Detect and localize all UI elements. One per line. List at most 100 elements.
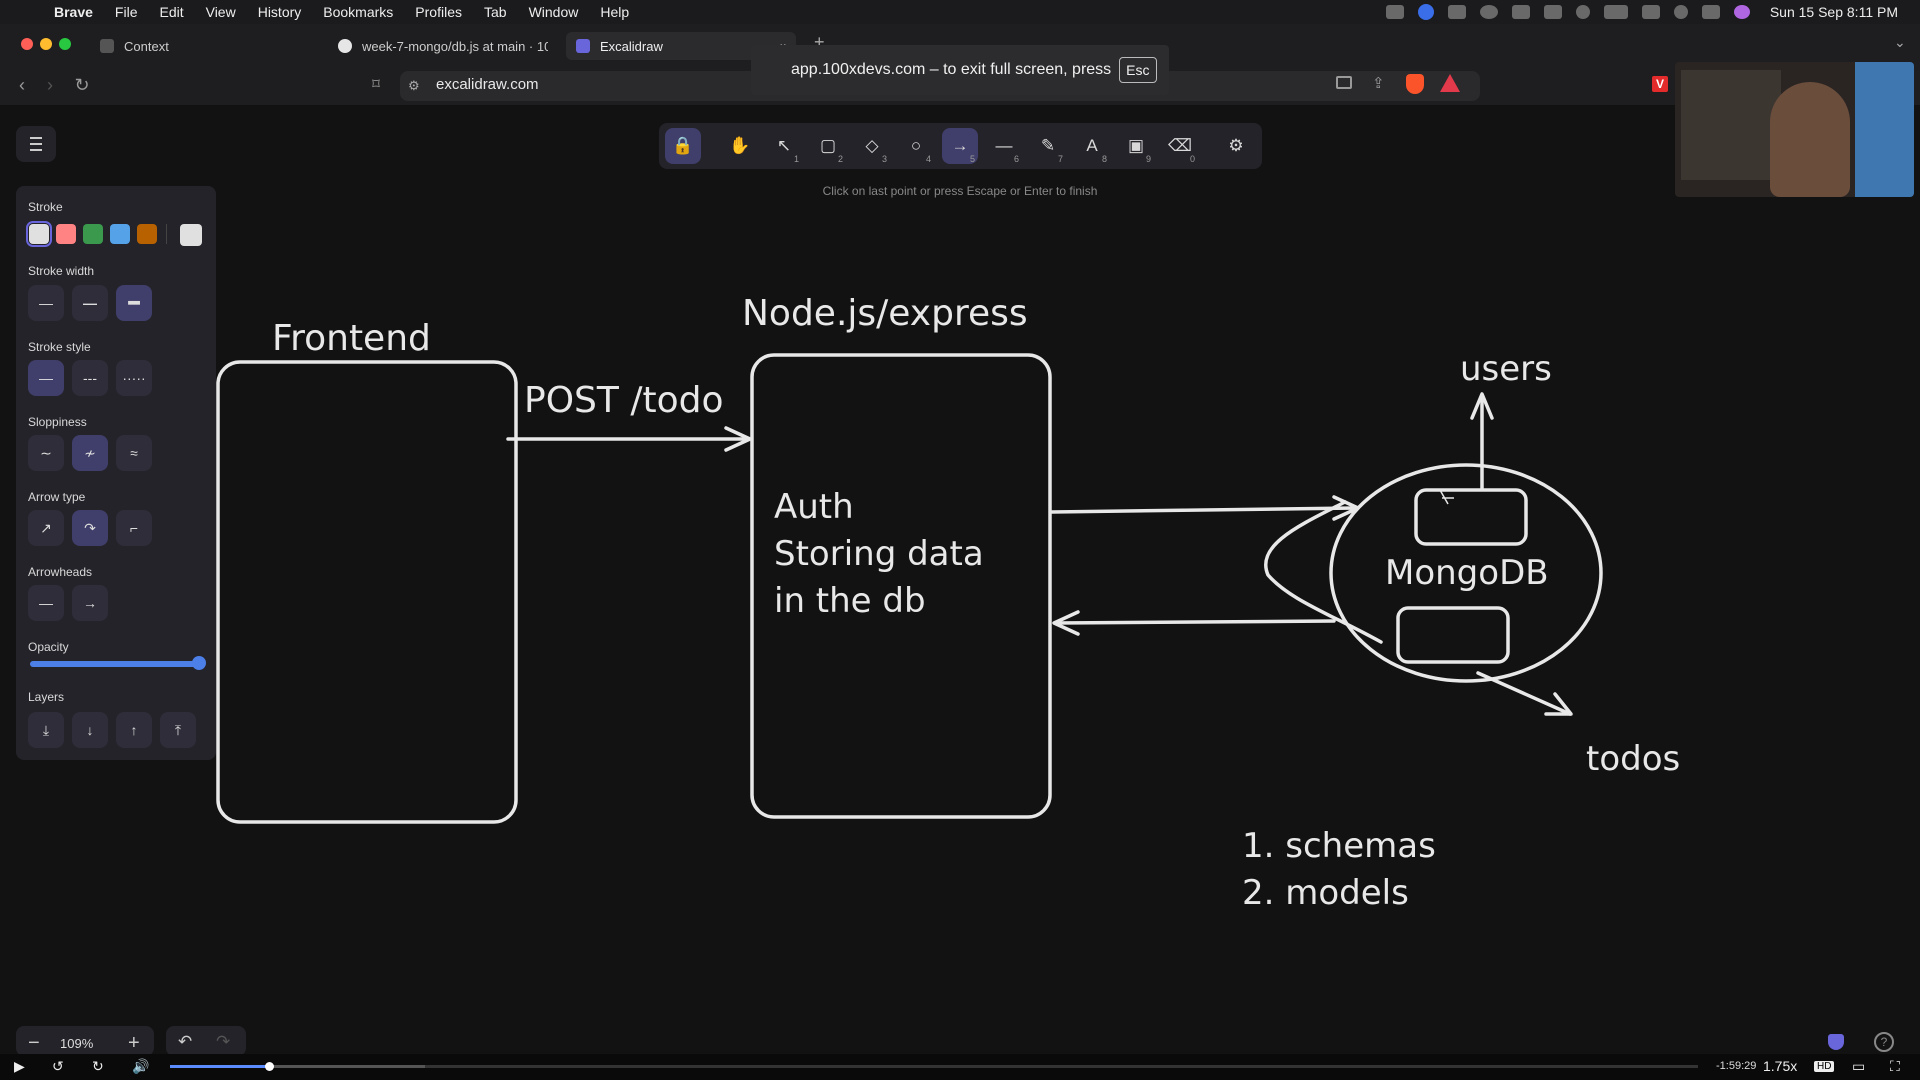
- back-button[interactable]: ‹: [19, 75, 25, 95]
- stroke-color-swatch[interactable]: [26, 221, 52, 247]
- keyboard-icon[interactable]: [1511, 5, 1530, 19]
- menu-edit[interactable]: Edit: [159, 4, 184, 20]
- arrow-type-elbow-button[interactable]: ⌐: [116, 510, 152, 546]
- stroke-width-thin-button[interactable]: —: [28, 285, 64, 321]
- menu-app-name[interactable]: Brave: [54, 4, 93, 20]
- hd-quality-icon[interactable]: HD: [1814, 1061, 1835, 1072]
- arrow-type-curved-button[interactable]: ↷: [72, 510, 108, 546]
- main-menu-button[interactable]: [16, 126, 56, 162]
- selection-tool-button[interactable]: ↖1: [766, 128, 802, 164]
- stroke-color-swatch[interactable]: [110, 224, 130, 244]
- stroke-width-bold-button[interactable]: —: [72, 285, 108, 321]
- arrowhead-start-button[interactable]: —: [28, 585, 64, 621]
- stroke-color-swatch[interactable]: [83, 224, 103, 244]
- minimize-window-button[interactable]: [40, 38, 52, 50]
- extension-icon[interactable]: V: [1652, 76, 1668, 92]
- eraser-tool-button[interactable]: ⌫0: [1162, 128, 1198, 164]
- arrow-type-sharp-button[interactable]: ↗: [28, 510, 64, 546]
- send-backward-button[interactable]: ↓: [72, 712, 108, 748]
- cast-icon[interactable]: [1336, 76, 1352, 89]
- reload-button[interactable]: ↻: [74, 75, 90, 95]
- draw-tool-button[interactable]: ✎7: [1030, 128, 1066, 164]
- rectangle-tool-button[interactable]: ▢2: [810, 128, 846, 164]
- siri-icon[interactable]: [1733, 5, 1750, 19]
- library-shield-icon[interactable]: [1828, 1034, 1844, 1050]
- zoom-icon[interactable]: [1417, 4, 1434, 20]
- stroke-style-solid-button[interactable]: —: [28, 360, 64, 396]
- forward-button[interactable]: ›: [47, 75, 53, 95]
- battery-icon[interactable]: [1603, 5, 1628, 19]
- line-tool-button[interactable]: —6: [986, 128, 1022, 164]
- excalidraw-canvas[interactable]: [0, 106, 1920, 1054]
- clock[interactable]: Sun 15 Sep 8:11 PM: [1769, 4, 1898, 20]
- help-button[interactable]: ?: [1874, 1032, 1894, 1052]
- maximize-window-button[interactable]: [59, 38, 71, 50]
- vpn-icon[interactable]: [1447, 5, 1466, 19]
- menu-view[interactable]: View: [205, 4, 236, 20]
- menu-history[interactable]: History: [257, 4, 302, 20]
- moon-icon[interactable]: [1575, 5, 1590, 19]
- tab-overflow-icon[interactable]: ⌄: [1894, 34, 1906, 50]
- rewind-icon[interactable]: ↺: [52, 1058, 64, 1074]
- video-progress-thumb[interactable]: [265, 1062, 274, 1071]
- fullscreen-icon[interactable]: ⛶: [1890, 1058, 1900, 1074]
- send-to-back-button[interactable]: ⤓: [28, 712, 64, 748]
- stroke-width-extra-bold-button[interactable]: ━: [116, 285, 152, 321]
- menu-help[interactable]: Help: [600, 4, 630, 20]
- apple-icon[interactable]: [18, 2, 38, 22]
- tab-context[interactable]: Context: [90, 32, 320, 60]
- picture-in-picture-icon[interactable]: ▭: [1852, 1058, 1866, 1074]
- sloppiness-architect-button[interactable]: ∼: [28, 435, 64, 471]
- opacity-slider[interactable]: [30, 661, 202, 667]
- control-center-icon[interactable]: [1701, 5, 1720, 19]
- wifi-icon[interactable]: [1641, 5, 1660, 19]
- brave-rewards-icon[interactable]: [1440, 74, 1460, 92]
- bring-forward-button[interactable]: ↑: [116, 712, 152, 748]
- new-tab-button[interactable]: +: [814, 32, 825, 52]
- zoom-in-button[interactable]: +: [128, 1032, 140, 1054]
- close-window-button[interactable]: [21, 38, 33, 50]
- playback-speed-button[interactable]: 1.75x: [1763, 1058, 1798, 1074]
- zoom-level[interactable]: 109%: [60, 1036, 94, 1051]
- sloppiness-cartoonist-button[interactable]: ≈: [116, 435, 152, 471]
- video-progress-track[interactable]: [170, 1065, 1698, 1068]
- play-icon[interactable]: ▶: [14, 1058, 25, 1074]
- bookmark-icon[interactable]: ⌑: [372, 76, 380, 93]
- brave-shields-icon[interactable]: [1406, 74, 1424, 94]
- undo-button[interactable]: ↶: [178, 1032, 193, 1051]
- sloppiness-artist-button[interactable]: ≁: [72, 435, 108, 471]
- extra-tools-button[interactable]: ⚙: [1218, 128, 1254, 164]
- site-settings-icon[interactable]: ⚙: [408, 78, 420, 93]
- search-icon[interactable]: [1673, 5, 1688, 19]
- diamond-tool-button[interactable]: ◇3: [854, 128, 890, 164]
- image-tool-button[interactable]: ▣9: [1118, 128, 1154, 164]
- url-text[interactable]: excalidraw.com: [436, 76, 539, 93]
- tab-github[interactable]: week-7-mongo/db.js at main · 10...: [328, 32, 558, 60]
- arrowhead-end-button[interactable]: →: [72, 585, 108, 621]
- ellipse-tool-button[interactable]: ○4: [898, 128, 934, 164]
- opacity-slider-thumb[interactable]: [192, 656, 206, 670]
- share-icon[interactable]: ⇪: [1372, 75, 1385, 92]
- zoom-out-button[interactable]: −: [28, 1032, 40, 1054]
- lock-tool-button[interactable]: 🔒: [665, 128, 701, 164]
- current-stroke-color[interactable]: [180, 224, 202, 246]
- volume-icon[interactable]: 🔊: [132, 1058, 150, 1074]
- screen-record-icon[interactable]: [1385, 5, 1404, 19]
- stroke-style-dashed-button[interactable]: ---: [72, 360, 108, 396]
- forward-icon[interactable]: ↻: [92, 1058, 104, 1074]
- stroke-color-swatch[interactable]: [56, 224, 76, 244]
- menu-window[interactable]: Window: [528, 4, 579, 20]
- sound-icon[interactable]: [1543, 5, 1562, 19]
- redo-button[interactable]: ↷: [216, 1032, 231, 1051]
- stroke-color-swatch[interactable]: [137, 224, 157, 244]
- globe-icon[interactable]: [1479, 5, 1498, 19]
- hand-tool-button[interactable]: ✋: [722, 128, 758, 164]
- menu-file[interactable]: File: [114, 4, 138, 20]
- bring-to-front-button[interactable]: ⤒: [160, 712, 196, 748]
- menu-bookmarks[interactable]: Bookmarks: [323, 4, 394, 20]
- menu-profiles[interactable]: Profiles: [415, 4, 462, 20]
- menu-tab[interactable]: Tab: [483, 4, 507, 20]
- tab-dropdown-icon[interactable]: ⌄: [778, 36, 789, 50]
- arrow-tool-button[interactable]: →5: [942, 128, 978, 164]
